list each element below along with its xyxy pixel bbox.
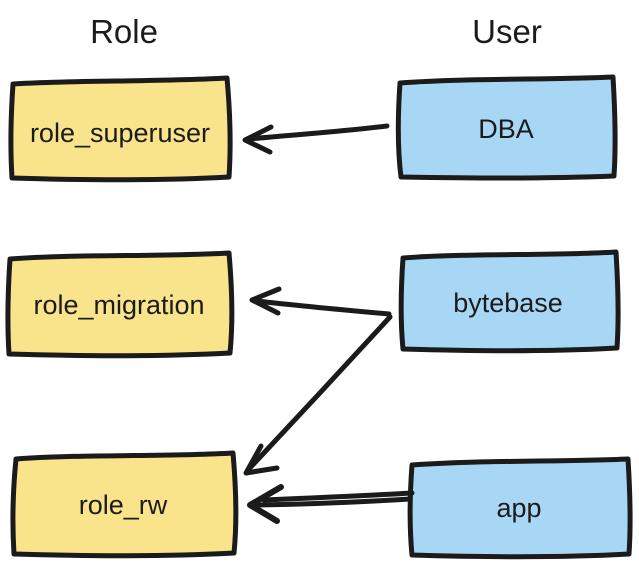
node-boxes	[5, 74, 633, 560]
arrow-line	[245, 314, 393, 473]
arrowhead-icon	[242, 124, 274, 155]
role-rw-label: role_rw	[79, 490, 168, 520]
arrowhead-icon	[243, 443, 280, 476]
user-dba-label: DBA	[478, 114, 534, 144]
user-bytebase-box	[398, 249, 621, 354]
column-headers: Role User	[90, 13, 542, 50]
grant-arrows	[242, 123, 415, 524]
user-app-label: app	[496, 493, 541, 523]
user-dba-box	[395, 74, 618, 181]
role-column-header: Role	[90, 13, 158, 50]
role-migration-label: role_migration	[33, 290, 204, 320]
arrow-dba-to-role-superuser	[242, 123, 390, 155]
arrowhead-icon	[247, 484, 284, 524]
role-superuser-box	[8, 75, 233, 183]
arrow-bytebase-to-role-rw	[243, 314, 393, 476]
user-column-header: User	[472, 13, 542, 50]
user-app-box	[407, 456, 633, 560]
role-rw-box	[10, 450, 239, 559]
arrow-line-double	[253, 496, 413, 508]
arrowhead-icon	[249, 286, 282, 316]
arrow-bytebase-to-role-migration	[249, 286, 392, 317]
role-superuser-label: role_superuser	[30, 118, 210, 148]
arrow-app-to-role-rw	[247, 484, 415, 524]
user-bytebase-label: bytebase	[453, 288, 563, 318]
node-labels: role_superuser DBA role_migration byteba…	[30, 114, 563, 523]
arrow-line	[254, 298, 392, 317]
arrow-line	[246, 123, 390, 142]
role-migration-box	[5, 250, 235, 359]
arrow-line	[261, 490, 415, 503]
